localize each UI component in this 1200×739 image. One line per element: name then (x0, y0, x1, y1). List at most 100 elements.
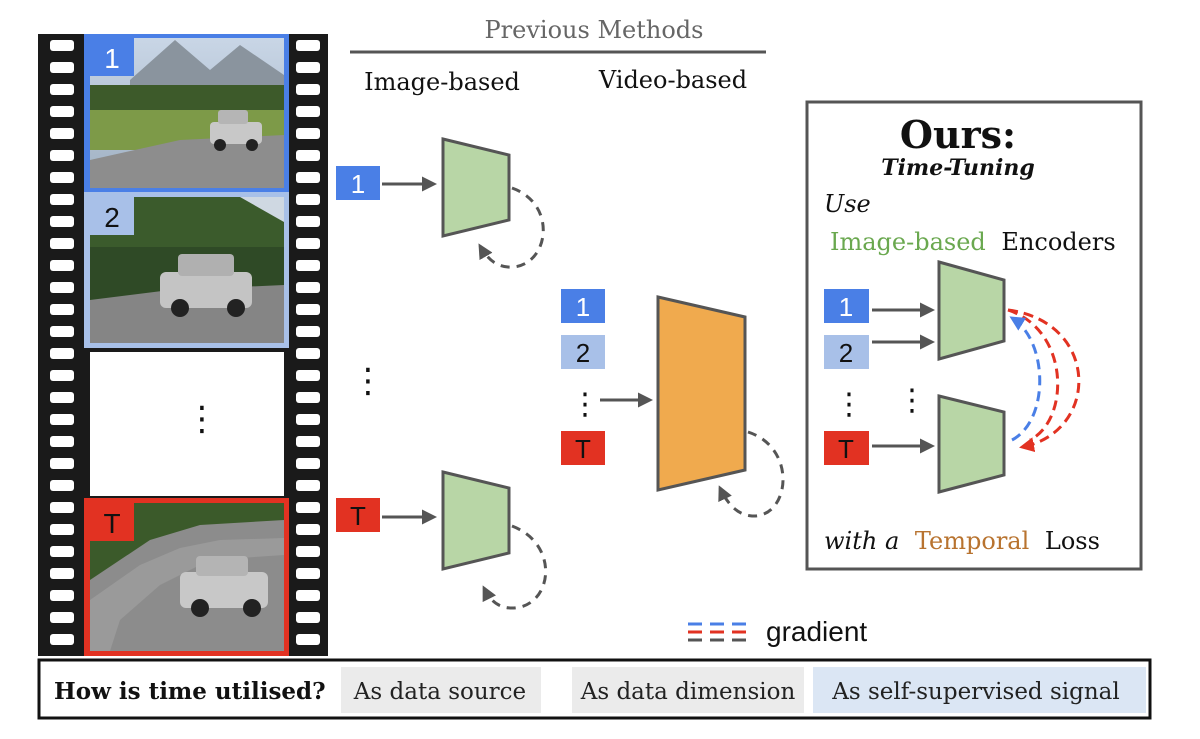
sprocket-hole (50, 436, 74, 447)
gradient-legend-label: gradient (766, 616, 867, 647)
time-utilisation-table: How is time utilised? As data source As … (37, 658, 1152, 720)
image-encoder-1 (441, 137, 511, 238)
ours-encoders-label: Encoders (1001, 228, 1115, 256)
cell-data-dimension: As data dimension (580, 679, 796, 705)
video-based-input-1: 1 (561, 289, 605, 323)
ours-temporal-label: Temporal (915, 527, 1029, 555)
sprocket-hole (296, 150, 320, 161)
ours-loss-line: with a Temporal Loss (824, 527, 1100, 555)
video-based-ellipsis: ⋮ (570, 388, 600, 421)
frame-1-label-box (90, 38, 134, 76)
sprocket-hole (296, 370, 320, 381)
video-encoder-self-loop (718, 430, 785, 518)
ours-input-t: T (824, 431, 869, 465)
ours-image-based-label: Image-based (830, 228, 986, 256)
cell-data-source: As data source (353, 679, 526, 705)
video-based-input-t: T (561, 431, 605, 465)
sprocket-hole (296, 260, 320, 271)
svg-text:2: 2 (839, 338, 853, 368)
sprocket-hole (50, 524, 74, 535)
sprocket-hole (50, 238, 74, 249)
sprocket-hole (296, 40, 320, 51)
ours-title: Ours: (900, 112, 1016, 157)
sprocket-hole (50, 326, 74, 337)
sprocket-hole (296, 414, 320, 425)
sprocket-hole (296, 326, 320, 337)
sprocket-hole (296, 348, 320, 359)
ours-loss-label: Loss (1045, 527, 1100, 555)
frame-2-label-box (90, 197, 134, 235)
sprocket-hole (296, 238, 320, 249)
frame-blank (90, 352, 284, 496)
image-based-input-t: T (336, 498, 380, 532)
car-icon (180, 556, 268, 617)
frame-2: 2 (84, 192, 289, 348)
ours-panel: Ours: Time-Tuning Use Image-based Encode… (805, 100, 1143, 571)
frame-1-label: 1 (104, 43, 120, 74)
previous-methods-title: Previous Methods (485, 16, 704, 44)
frame-1: 1 (84, 34, 289, 192)
cell-self-supervised-bg (813, 667, 1146, 713)
ours-with-a-label: with a (824, 527, 899, 555)
sprocket-hole (296, 546, 320, 557)
ours-encoder-ellipsis: ⋮ (897, 384, 927, 417)
sprocket-hole (296, 568, 320, 579)
video-encoder (656, 295, 747, 492)
ours-subtitle: Time-Tuning (881, 155, 1035, 181)
ours-input-1: 1 (824, 289, 869, 323)
video-based-input-2: 2 (561, 335, 605, 369)
ours-gradient-red-arrow-1 (1007, 308, 1081, 453)
sprocket-hole (296, 172, 320, 183)
frame-t-label-box (90, 503, 134, 541)
frame-2-photo (90, 197, 284, 343)
sprocket-hole (296, 634, 320, 645)
sprocket-hole (296, 216, 320, 227)
sprocket-hole (296, 392, 320, 403)
sprocket-hole (50, 568, 74, 579)
sprocket-holes-right (296, 40, 320, 645)
frame-t: T (84, 498, 289, 656)
sprocket-hole (296, 480, 320, 491)
sprocket-hole (50, 370, 74, 381)
sprocket-hole (50, 84, 74, 95)
sprocket-hole (50, 392, 74, 403)
frame-2-label: 2 (104, 202, 120, 233)
cell-self-supervised: As self-supervised signal (831, 679, 1119, 705)
frame-t-label: T (103, 508, 120, 539)
ours-use-label: Use (824, 190, 871, 218)
svg-text:T: T (350, 501, 366, 531)
sprocket-hole (50, 260, 74, 271)
sprocket-hole (50, 612, 74, 623)
sprocket-hole (50, 502, 74, 513)
sprocket-hole (296, 128, 320, 139)
gradient-legend: gradient (688, 616, 867, 647)
svg-text:T: T (575, 434, 591, 464)
sprocket-hole (296, 304, 320, 315)
sprocket-hole (50, 106, 74, 117)
image-based-input-1: 1 (336, 166, 380, 200)
sprocket-hole (50, 216, 74, 227)
svg-text:1: 1 (351, 169, 365, 199)
frame-1-photo (90, 38, 284, 188)
cell-data-source-bg (341, 667, 541, 713)
sprocket-hole (296, 84, 320, 95)
image-based-ellipsis: ⋮ (351, 362, 385, 400)
car-icon (210, 110, 262, 151)
video-based-heading: Video-based (598, 66, 747, 94)
sprocket-hole (50, 458, 74, 469)
ours-encoder-bottom (937, 394, 1006, 494)
sprocket-hole (296, 524, 320, 535)
sprocket-hole (296, 194, 320, 205)
cell-data-dimension-bg (572, 667, 804, 713)
sprocket-hole (296, 62, 320, 73)
sprocket-hole (50, 414, 74, 425)
sprocket-holes-left (50, 40, 74, 645)
sprocket-hole (296, 612, 320, 623)
sprocket-hole (50, 480, 74, 491)
ours-gradient-red-arrow-2 (1007, 308, 1060, 442)
car-icon (160, 254, 252, 317)
ours-input-2: 2 (824, 335, 869, 369)
svg-text:1: 1 (839, 292, 853, 322)
svg-text:T: T (838, 434, 854, 464)
svg-text:2: 2 (576, 338, 590, 368)
